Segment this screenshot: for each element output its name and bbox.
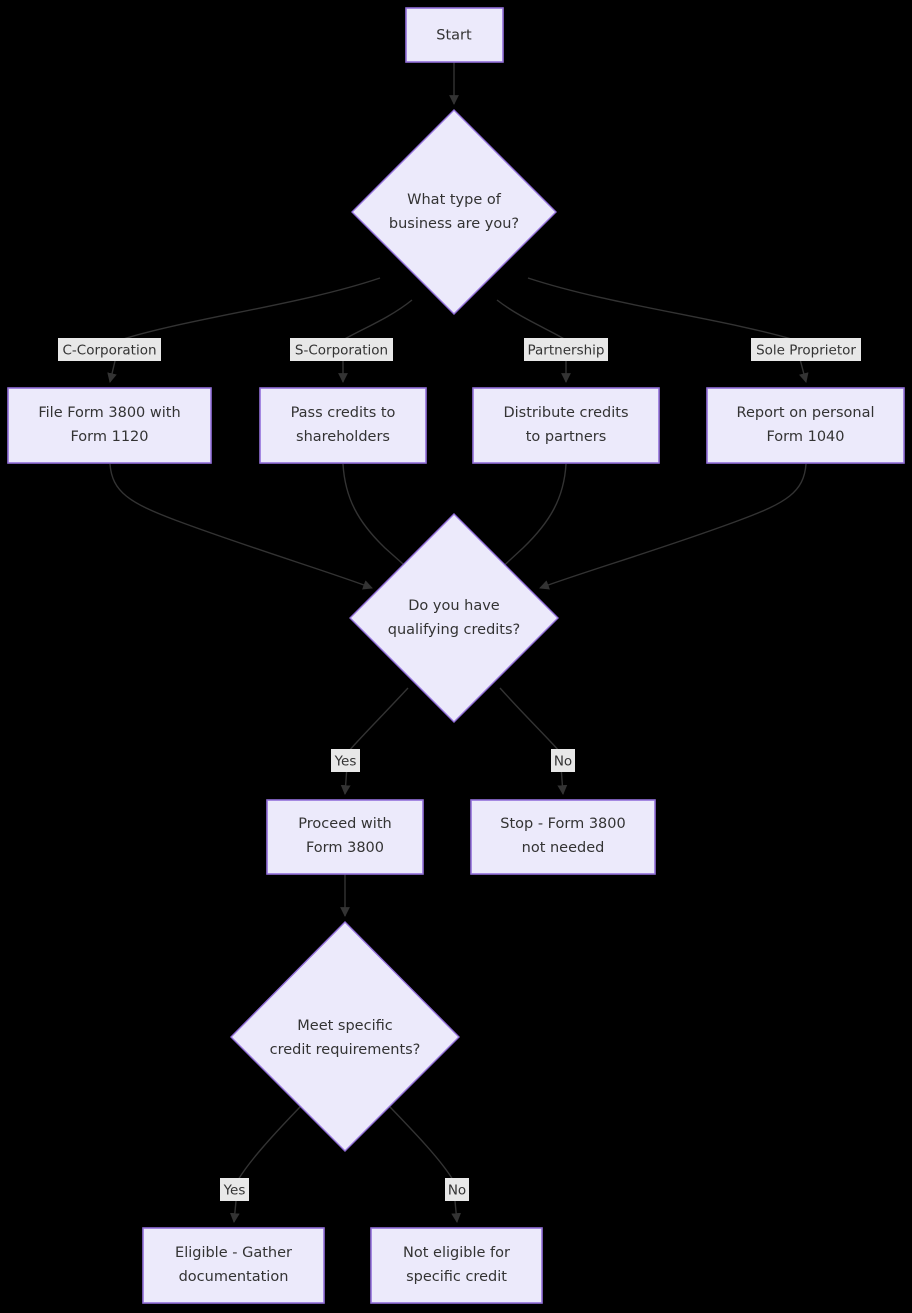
- edge-label-sole-proprietor-text: Sole Proprietor: [756, 343, 856, 359]
- edge-label-qualifying-no-text: No: [554, 754, 572, 770]
- node-stop-line1: Stop - Form 3800: [500, 816, 625, 832]
- node-not-eligible-outcome[interactable]: Not eligible for specific credit: [370, 1227, 543, 1304]
- node-scorp-line2: shareholders: [296, 429, 390, 445]
- node-eligible-outcome[interactable]: Eligible - Gather documentation: [142, 1227, 325, 1304]
- edge-label-requirements-no: No: [445, 1178, 469, 1201]
- node-stop-line2: not needed: [522, 840, 605, 856]
- edge-label-s-corporation-text: S-Corporation: [295, 343, 388, 359]
- node-qualifying-line2: qualifying credits?: [388, 622, 521, 638]
- node-qualifying-credits-decision[interactable]: Do you have qualifying credits?: [349, 513, 559, 723]
- node-partnership-line2: to partners: [526, 429, 607, 445]
- edge-biztype-to-ccorp: [107, 277, 381, 383]
- edge-label-requirements-yes-text: Yes: [223, 1183, 246, 1199]
- node-scorp-action[interactable]: Pass credits to shareholders: [259, 387, 427, 464]
- edge-requirements-to-noteligible: [389, 1106, 462, 1223]
- node-start-label: Start: [436, 28, 472, 44]
- edge-label-c-corporation: C-Corporation: [58, 338, 161, 361]
- edge-label-partnership-text: Partnership: [528, 343, 605, 359]
- edge-qualifying-to-stop: [499, 687, 568, 795]
- node-ccorp-action[interactable]: File Form 3800 with Form 1120: [7, 387, 212, 464]
- node-soleprop-line2: Form 1040: [766, 429, 844, 445]
- node-requirements-line2: credit requirements?: [270, 1042, 421, 1058]
- node-qualifying-line1: Do you have: [408, 598, 500, 614]
- node-business-type-line1: What type of: [407, 192, 502, 208]
- edge-label-requirements-yes: Yes: [220, 1178, 249, 1201]
- edge-labels-layer: C-Corporation S-Corporation Partnership …: [58, 338, 861, 1201]
- node-soleprop-line1: Report on personal: [737, 405, 875, 421]
- node-not-eligible-line2: specific credit: [406, 1269, 507, 1285]
- node-eligible-line2: documentation: [179, 1269, 289, 1285]
- edge-label-qualifying-yes: Yes: [331, 749, 360, 772]
- edge-qualifying-to-proceed: [340, 687, 409, 795]
- edge-partnership-to-qualifying: [496, 463, 567, 573]
- edge-label-partnership: Partnership: [524, 338, 608, 361]
- node-partnership-action[interactable]: Distribute credits to partners: [472, 387, 660, 464]
- node-start[interactable]: Start: [405, 7, 504, 63]
- node-ccorp-line1: File Form 3800 with: [38, 405, 180, 421]
- node-proceed-action[interactable]: Proceed with Form 3800: [266, 799, 424, 875]
- edge-ccorp-to-qualifying: [109, 463, 373, 590]
- edge-label-requirements-no-text: No: [448, 1183, 466, 1199]
- node-scorp-line1: Pass credits to: [291, 405, 396, 421]
- node-requirements-line1: Meet specific: [297, 1018, 392, 1034]
- edge-label-qualifying-no: No: [551, 749, 575, 772]
- edge-label-qualifying-yes-text: Yes: [334, 754, 357, 770]
- node-soleprop-action[interactable]: Report on personal Form 1040: [706, 387, 905, 464]
- edge-requirements-to-eligible: [229, 1106, 301, 1223]
- node-business-type-decision[interactable]: What type of business are you?: [351, 109, 557, 315]
- node-proceed-line2: Form 3800: [306, 840, 384, 856]
- nodes-layer: Start What type of business are you? Fil…: [7, 7, 905, 1304]
- node-partnership-line1: Distribute credits: [503, 405, 628, 421]
- node-proceed-line1: Proceed with: [298, 816, 391, 832]
- edge-label-sole-proprietor: Sole Proprietor: [751, 338, 861, 361]
- node-eligible-line1: Eligible - Gather: [175, 1245, 292, 1261]
- edge-label-c-corporation-text: C-Corporation: [62, 343, 156, 359]
- node-business-type-line2: business are you?: [389, 216, 519, 232]
- node-ccorp-line2: Form 1120: [70, 429, 148, 445]
- edge-label-s-corporation: S-Corporation: [290, 338, 393, 361]
- node-credit-requirements-decision[interactable]: Meet specific credit requirements?: [230, 921, 460, 1152]
- node-not-eligible-line1: Not eligible for: [403, 1245, 510, 1261]
- node-stop-action[interactable]: Stop - Form 3800 not needed: [470, 799, 656, 875]
- edge-soleprop-to-qualifying: [539, 463, 807, 590]
- edge-scorp-to-qualifying: [342, 463, 413, 573]
- edge-biztype-to-soleprop: [527, 277, 809, 383]
